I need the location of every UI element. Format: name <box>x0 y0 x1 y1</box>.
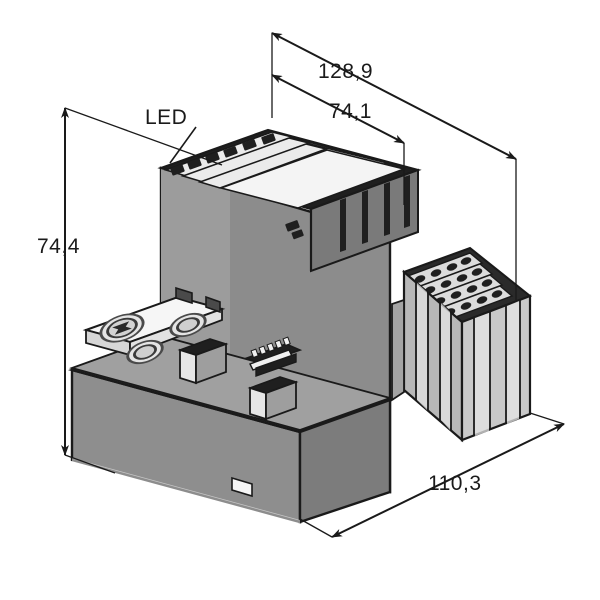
terminal-connector <box>177 338 229 385</box>
dimension-depth: 110,3 <box>299 412 565 538</box>
body-front-notch <box>231 476 253 498</box>
connector-group <box>82 286 303 421</box>
pin-header <box>244 336 303 377</box>
connector-front <box>179 348 197 385</box>
dimension-label-width-total: 128,9 <box>318 60 373 83</box>
module-divider-group <box>415 282 521 436</box>
extension-line-depth-left <box>299 518 333 538</box>
head-right-ribs <box>310 168 419 273</box>
round-port <box>169 312 207 338</box>
dimension-height: 74,4 <box>37 107 223 474</box>
led-indicator <box>187 158 202 170</box>
rib <box>384 182 390 236</box>
dimension-line-width-partial <box>271 74 405 144</box>
led-indicator <box>285 220 300 232</box>
io-module-stack <box>391 246 532 443</box>
pin-group <box>250 336 291 359</box>
rib <box>340 198 346 252</box>
led-callout: LED <box>145 106 197 164</box>
led-indicator-group <box>170 133 304 240</box>
io-stack-step <box>391 298 405 402</box>
dimension-width-partial: 74,1 <box>271 74 405 205</box>
round-port <box>99 313 145 343</box>
dimension-label-width-partial: 74,1 <box>329 100 372 123</box>
dimension-line-depth <box>331 423 565 538</box>
round-port <box>126 339 164 365</box>
body-bottom-edge-highlight <box>72 458 300 524</box>
rib <box>404 175 410 228</box>
led-indicator <box>291 229 304 240</box>
rib <box>362 190 368 244</box>
led-indicator <box>242 139 257 151</box>
dimension-label-depth: 110,3 <box>428 472 482 495</box>
terminal-connector <box>247 376 299 421</box>
led-leader-line <box>169 126 197 164</box>
extension-line-height-top <box>64 107 223 166</box>
module-highlight-group <box>417 283 519 436</box>
connector-side <box>195 342 227 385</box>
pin-header-leg <box>255 353 297 377</box>
extension-line-height-bottom <box>64 454 116 474</box>
led-indicator <box>223 146 238 158</box>
plate-bracket <box>205 295 221 314</box>
plate-bracket <box>175 286 193 305</box>
led-indicator <box>170 164 185 176</box>
connector-side <box>265 380 297 421</box>
led-head-block <box>157 128 422 273</box>
connector-front <box>249 386 267 421</box>
dimension-label-height: 74,4 <box>37 235 80 258</box>
led-label: LED <box>145 106 187 129</box>
extension-line-depth-right <box>529 412 565 425</box>
